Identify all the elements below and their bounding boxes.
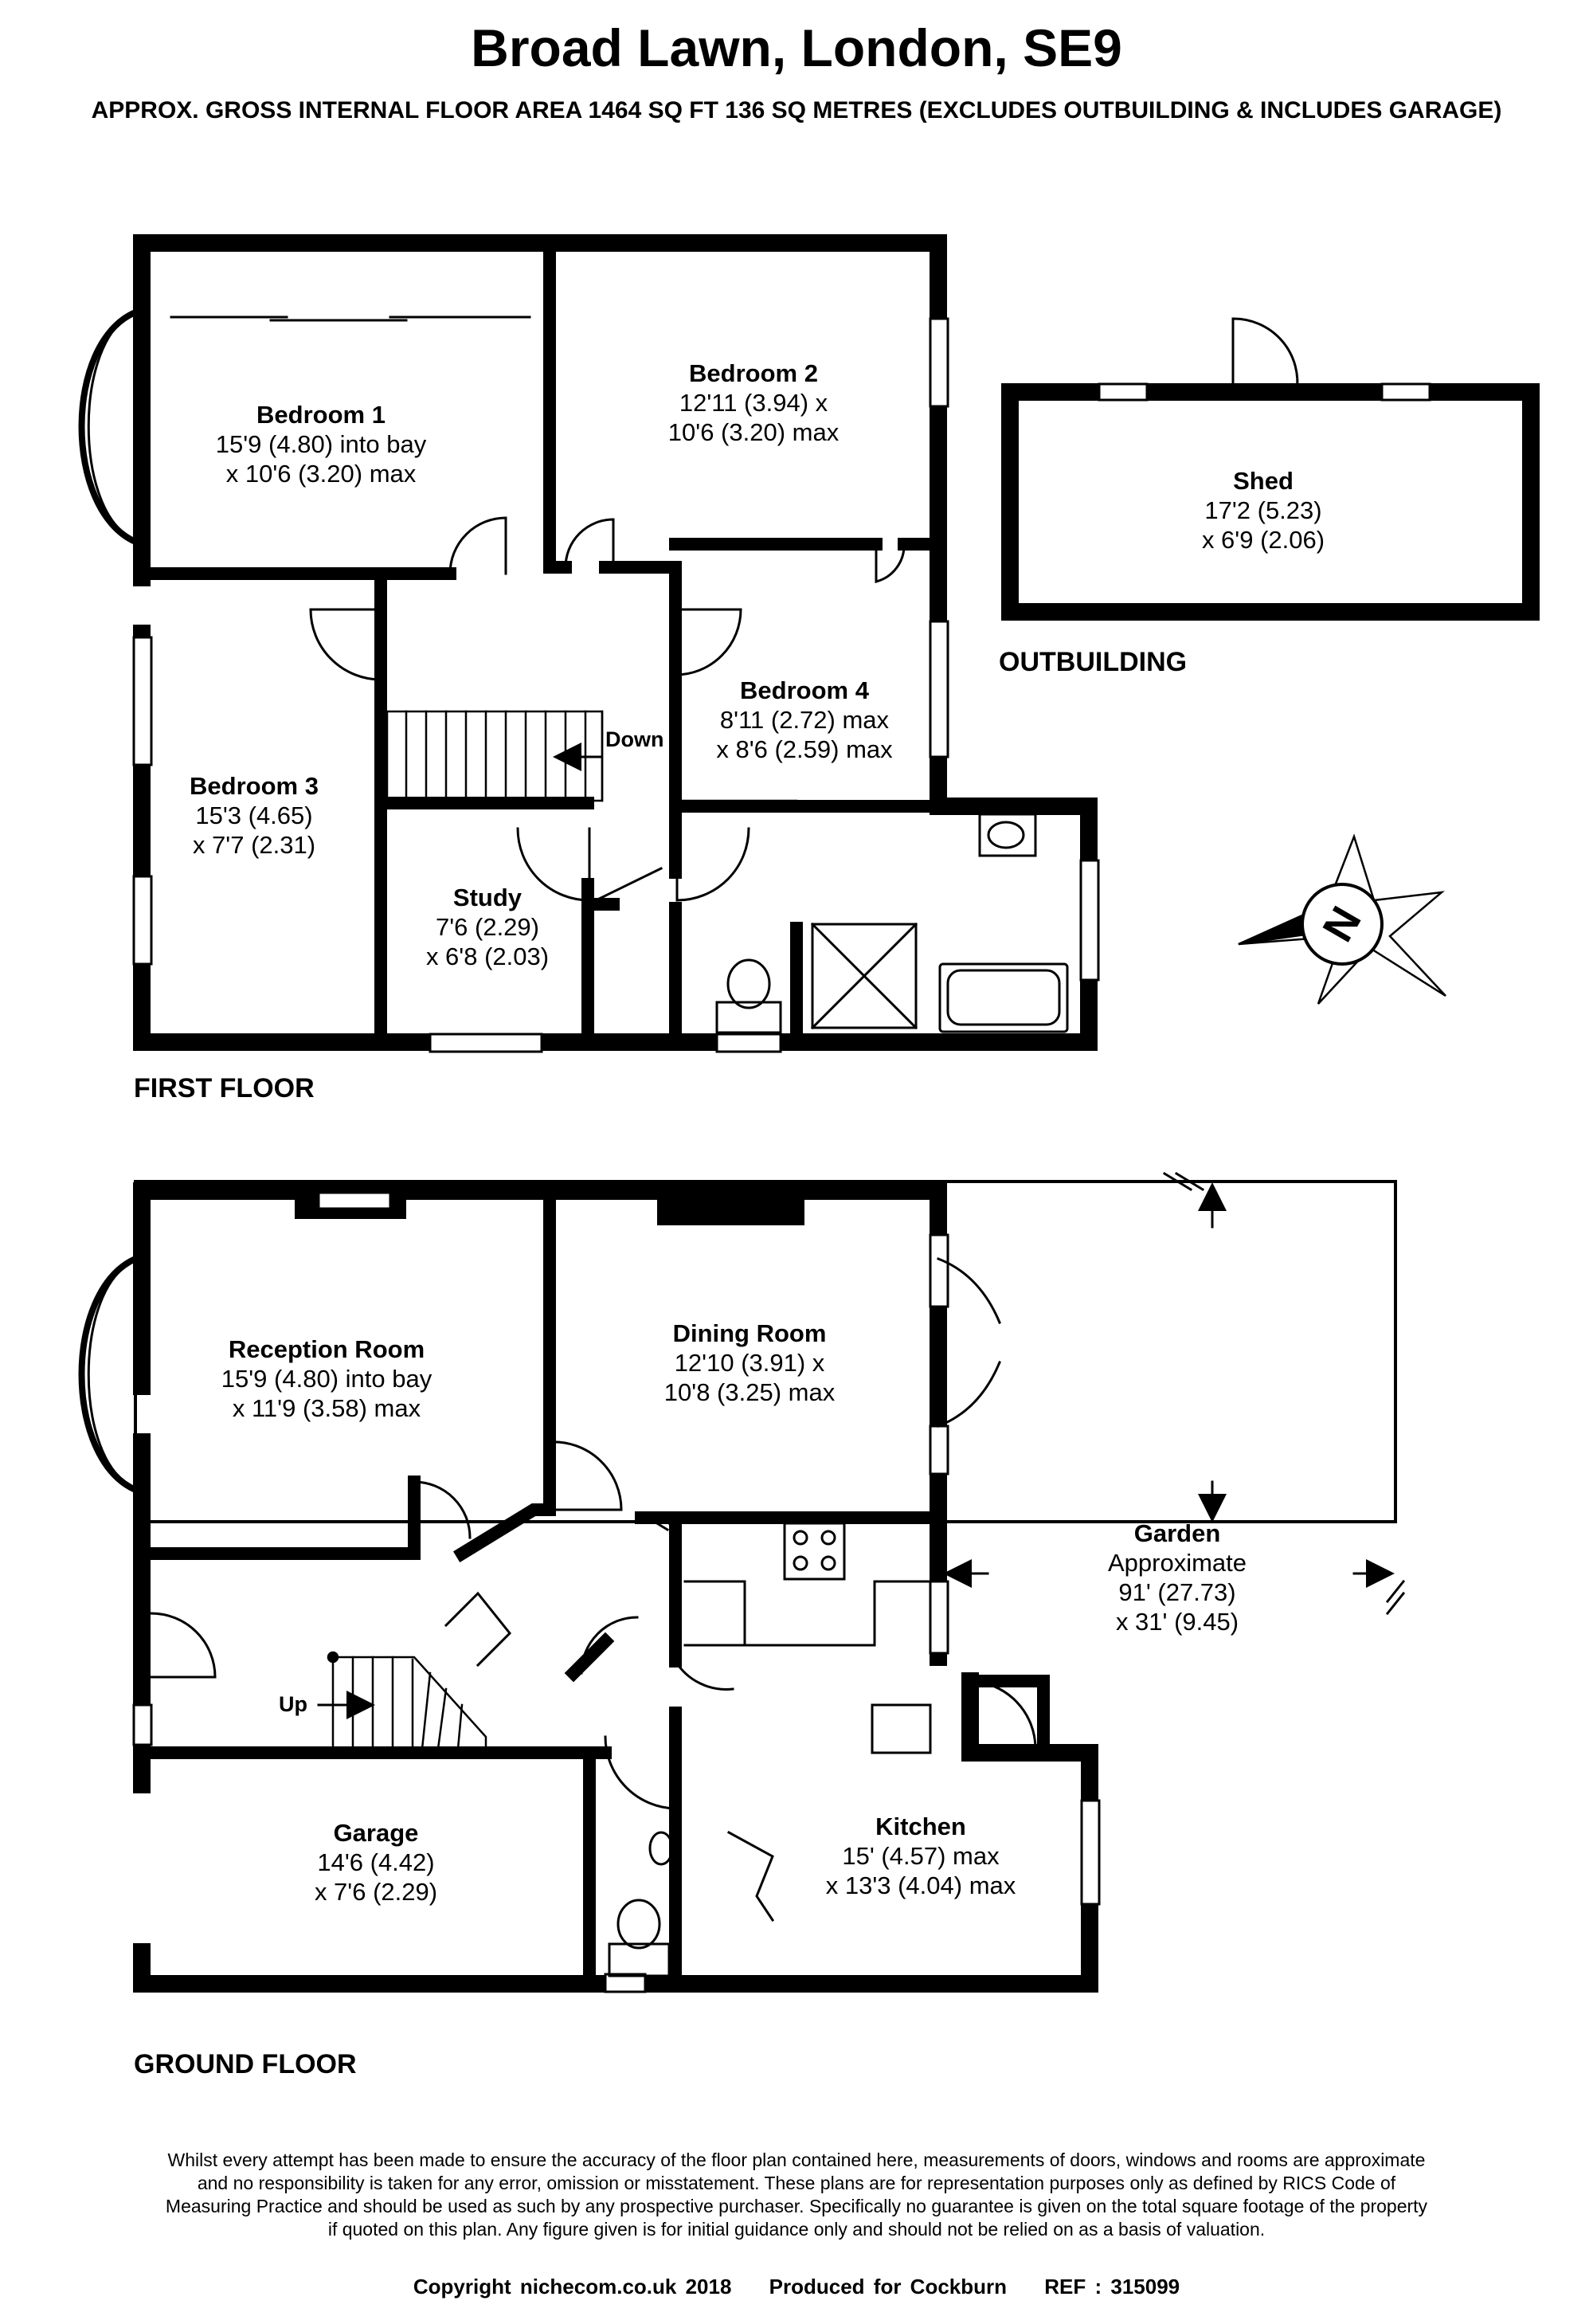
room-label-study: Study 7'6 (2.29) x 6'8 (2.03) <box>425 884 550 970</box>
reception-bay-window <box>78 1254 140 1495</box>
first-floor-doors <box>309 516 906 907</box>
room-label-garden: Garden Approximate 91' (27.73) x 31' (9.… <box>1107 1519 1247 1636</box>
shed-walls <box>1001 383 1540 621</box>
kitchen-fixtures <box>683 1522 932 1922</box>
ground-floor-plan <box>78 1171 1406 1993</box>
garden-dimension-marks <box>639 1171 1406 1616</box>
bedroom1-bay-window <box>78 308 140 547</box>
ground-floor-wc <box>608 1831 674 1977</box>
room-label-bedroom-3: Bedroom 3 15'3 (4.65) x 7'7 (2.31) <box>190 772 319 859</box>
ground-floor-doors <box>150 1257 1037 1810</box>
page-title: Broad Lawn, London, SE9 <box>471 18 1122 77</box>
first-floor-windows <box>132 317 1100 1053</box>
shed-door <box>1231 317 1299 393</box>
copyright-text: Copyright nichecom.co.uk 2018 <box>413 2275 732 2299</box>
outbuilding-plan <box>1001 317 1540 621</box>
first-floor-plan <box>78 234 1100 1053</box>
wardrobe-doors <box>170 315 531 322</box>
ground-floor-label: GROUND FLOOR <box>134 2049 357 2079</box>
first-floor-stairs <box>386 710 798 802</box>
room-label-bedroom-2: Bedroom 2 12'11 (3.94) x 10'6 (3.20) max <box>667 359 840 446</box>
produced-for-text: Produced for Cockburn <box>769 2275 1008 2299</box>
stair-up-label: Up <box>279 1692 307 1716</box>
reference-text: REF : 315099 <box>1044 2275 1180 2299</box>
room-label-bedroom-1: Bedroom 1 15'9 (4.80) into bay x 10'6 (3… <box>215 401 427 488</box>
room-label-reception-room: Reception Room 15'9 (4.80) into bay x 11… <box>221 1335 432 1422</box>
first-floor-label: FIRST FLOOR <box>134 1073 315 1103</box>
ground-floor-stairs <box>317 1651 487 1750</box>
room-label-dining-room: Dining Room 12'10 (3.91) x 10'8 (3.25) m… <box>663 1319 836 1406</box>
outbuilding-label: OUTBUILDING <box>999 647 1188 677</box>
stair-down-label: Down <box>605 727 664 751</box>
compass-icon: N <box>1238 833 1446 1005</box>
room-label-bedroom-4: Bedroom 4 8'11 (2.72) max x 8'6 (2.59) m… <box>716 676 893 763</box>
room-label-garage: Garage 14'6 (4.42) x 7'6 (2.29) <box>314 1819 438 1906</box>
page-subtitle: APPROX. GROSS INTERNAL FLOOR AREA 1464 S… <box>91 97 1502 123</box>
ground-floor-windows <box>132 1191 1101 1993</box>
room-label-shed: Shed 17'2 (5.23) x 6'9 (2.06) <box>1201 467 1325 554</box>
ground-floor-internal-walls <box>135 1193 938 1990</box>
disclaimer-text: Whilst every attempt has been made to en… <box>165 2150 1428 2240</box>
bathroom-fixtures <box>715 813 1069 1034</box>
first-floor-internal-walls <box>144 237 945 1042</box>
room-label-kitchen: Kitchen 15' (4.57) max x 13'3 (4.04) max <box>825 1813 1016 1899</box>
footer: Copyright nichecom.co.uk 2018 Produced f… <box>0 2275 1593 2299</box>
